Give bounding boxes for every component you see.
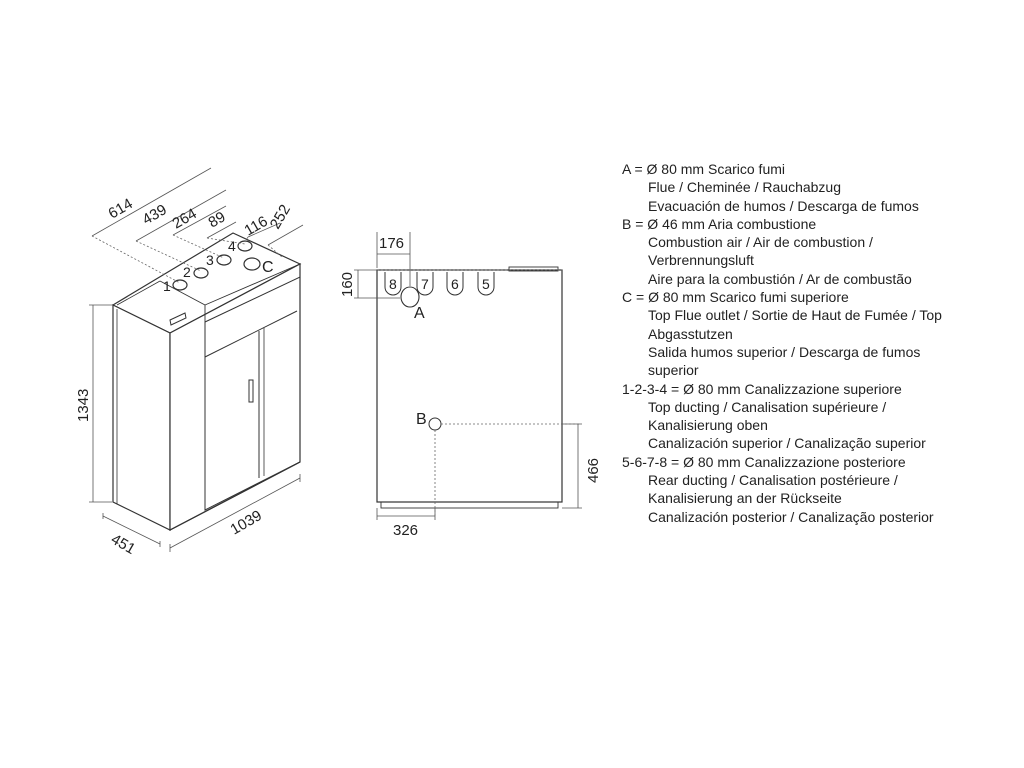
dim-depth: 451 (108, 531, 138, 558)
legend-line: Salida humos superior / Descarga de fumo… (648, 343, 921, 360)
dim-depth-top-1: 614 (106, 195, 136, 222)
legend-line: Aire para la combustión / Ar de combustã… (648, 270, 912, 287)
legend-line: Evacuación de humos / Descarga de fumos (648, 197, 919, 214)
rear-port-8 (384, 272, 402, 296)
port-label-c: C (262, 259, 274, 276)
rear-port-5 (477, 272, 495, 296)
dim-b-height: 466 (585, 458, 602, 483)
legend-line: Rear ducting / Canalisation postérieure … (648, 472, 898, 489)
port-label-2: 2 (183, 264, 191, 280)
top-port-2 (193, 267, 209, 279)
dim-height: 1343 (75, 389, 92, 422)
stove-left-face (112, 304, 171, 531)
perspective-port-labels: 1 2 3 4 C (163, 238, 274, 294)
rear-port-label-6: 6 (451, 276, 459, 292)
rear-label-a: A (414, 305, 425, 322)
rear-dashed-leaders (377, 269, 580, 516)
perspective-view (111, 232, 302, 531)
door-handle (248, 379, 254, 403)
rear-port-label-7: 7 (421, 276, 429, 292)
rear-port-7 (416, 272, 434, 296)
top-port-4 (237, 240, 253, 252)
legend-line: Kanalisierung an der Rückseite (648, 490, 842, 507)
port-label-3: 3 (206, 252, 214, 268)
legend-line: B = Ø 46 mm Aria combustione (622, 215, 817, 232)
legend-line: Canalización superior / Canalização supe… (648, 435, 926, 452)
dim-b-offset: 326 (393, 522, 418, 539)
rear-view (376, 266, 563, 509)
port-label-4: 4 (228, 238, 236, 254)
rear-port-label-8: 8 (389, 276, 397, 292)
legend-line: Kanalisierung oben (648, 417, 768, 434)
top-port-c (243, 257, 261, 271)
dim-width-top-2: 252 (267, 202, 294, 232)
rear-top-cap (508, 266, 559, 272)
rear-port-labels: 8 7 6 5 A B (389, 276, 490, 428)
rear-dimension-lines (354, 232, 582, 520)
port-label-1: 1 (163, 278, 171, 294)
legend-line: superior (648, 362, 699, 379)
rear-dimension-labels: 176 160 466 326 (339, 235, 602, 539)
control-panel (169, 312, 187, 326)
legend-line: A = Ø 80 mm Scarico fumi (622, 161, 785, 177)
rear-flue-a (400, 286, 420, 308)
rear-base (380, 501, 559, 509)
perspective-dashed-leaders (91, 234, 283, 284)
dim-depth-top-3: 264 (170, 205, 200, 232)
legend-line: Verbrennungsluft (648, 252, 754, 269)
perspective-dimension-lines (89, 167, 304, 552)
rear-port-label-5: 5 (482, 276, 490, 292)
dim-depth-top-4: 89 (206, 208, 229, 231)
rear-label-b: B (416, 411, 427, 428)
dim-width-top-1: 116 (242, 213, 271, 240)
top-port-1 (172, 279, 188, 291)
dim-width: 1039 (228, 507, 265, 538)
top-port-3 (216, 254, 232, 266)
legend-line: Combustion air / Air de combustion / (648, 234, 873, 251)
legend-line: Top Flue outlet / Sortie de Haut de Fumé… (648, 307, 942, 324)
legend-line: Abgasstutzen (648, 325, 733, 342)
rear-panel (376, 269, 563, 503)
dim-top-height: 160 (339, 272, 356, 297)
legend-line: 1-2-3-4 = Ø 80 mm Canalizzazione superio… (622, 380, 902, 397)
dim-top-offset: 176 (379, 235, 404, 252)
legend-line: Top ducting / Canalisation supérieure / (648, 398, 887, 415)
legend-line: Flue / Cheminée / Rauchabzug (648, 179, 841, 196)
legend-line: 5-6-7-8 = Ø 80 mm Canalizzazione posteri… (622, 453, 906, 470)
legend-line: Canalización posterior / Canalização pos… (648, 508, 934, 525)
legend-line: C = Ø 80 mm Scarico fumi superiore (622, 289, 849, 306)
rear-port-6 (446, 272, 464, 296)
